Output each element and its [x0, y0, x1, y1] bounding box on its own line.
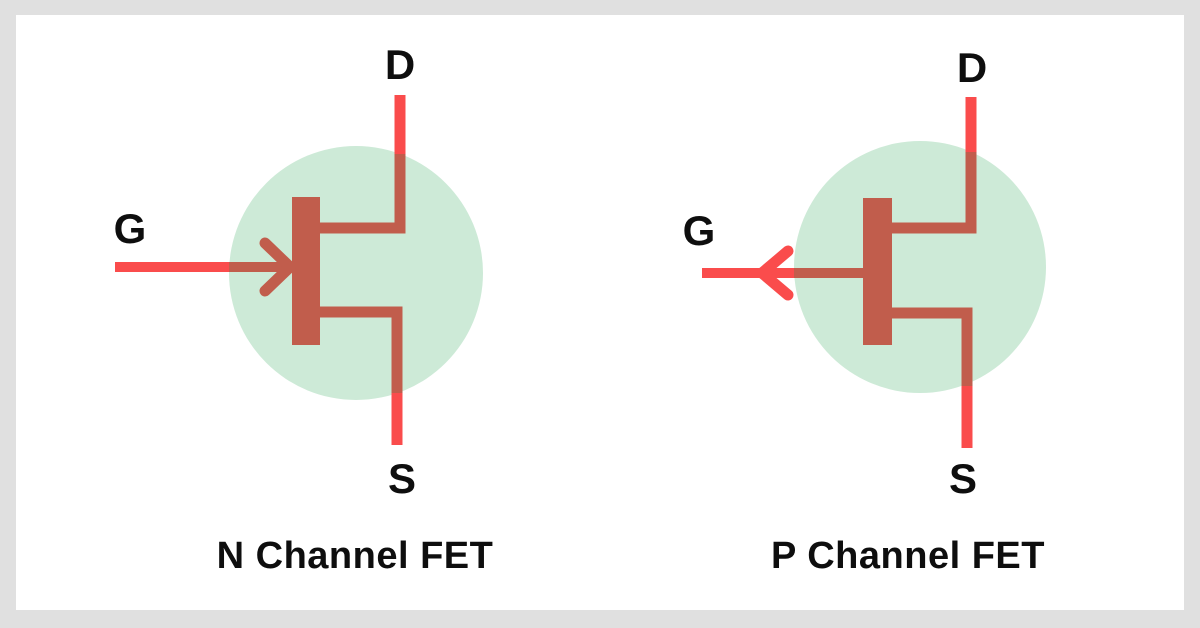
transistor-body-circle	[794, 141, 1046, 393]
source-label: S	[388, 455, 416, 502]
p-channel-fet-diagram: D G S P Channel FET	[683, 44, 1046, 577]
drain-label: D	[385, 41, 415, 88]
transistor-body-circle	[229, 146, 483, 400]
source-lead-inner	[892, 307, 973, 386]
drain-lead-inner	[320, 154, 406, 234]
gate-arrowhead-out-icon	[756, 245, 794, 301]
drain-label: D	[957, 44, 987, 91]
gate-bar	[292, 197, 320, 345]
gate-bar	[863, 198, 892, 345]
diagram-title: N Channel FET	[217, 535, 494, 577]
diagram-title: P Channel FET	[771, 535, 1045, 577]
source-lead-inner	[320, 306, 403, 393]
gate-label: G	[114, 205, 147, 252]
gate-label: G	[683, 207, 716, 254]
drain-lead-inner	[892, 152, 977, 234]
source-label: S	[949, 455, 977, 502]
n-channel-fet-diagram: D G S N Channel FET	[114, 41, 494, 577]
gate-arrowhead-in-icon	[259, 237, 296, 297]
